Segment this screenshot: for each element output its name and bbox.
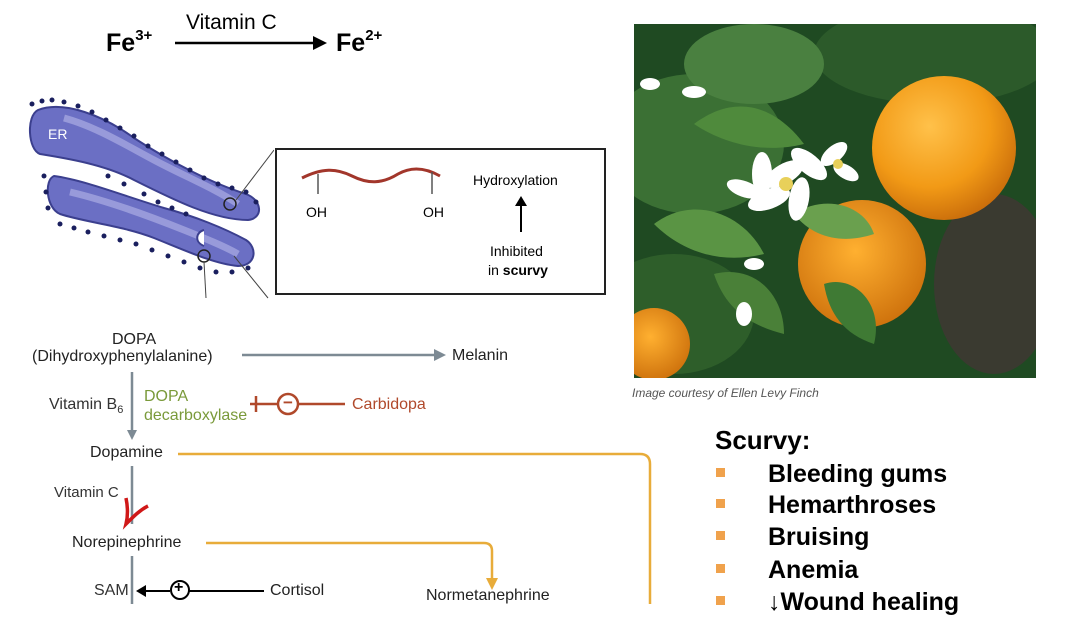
zoom-line-upper — [235, 149, 274, 201]
symptom-text: Hemarthroses — [768, 491, 937, 519]
product-charge: 2+ — [365, 27, 383, 44]
er-label: ER — [48, 126, 68, 142]
er-illustration — [29, 97, 274, 299]
cortisol-label: Cortisol — [270, 582, 325, 599]
bullet-icon — [716, 596, 725, 605]
in-scurvy-label: in scurvy — [488, 262, 548, 278]
product-symbol: Fe — [336, 29, 366, 57]
hydroxylation-inset — [275, 148, 606, 295]
bullet-icon — [716, 531, 725, 540]
ne-branch-line — [206, 541, 494, 580]
bullet-icon — [716, 468, 725, 477]
orange-blossoms — [640, 78, 859, 326]
norepinephrine-label: Norepinephrine — [72, 534, 182, 551]
bullet-icon — [716, 564, 725, 573]
reactant-ion: Fe3+ — [106, 27, 152, 58]
hydroxylation-label: Hydroxylation — [473, 172, 558, 188]
catalyst-label: Vitamin C — [186, 11, 277, 34]
vitamin-b6-label: Vitamin B6 — [49, 396, 123, 416]
enzyme-name-line2: decarboxylase — [144, 407, 248, 424]
orange-photo-artwork — [634, 24, 1036, 378]
symptom-text: Bleeding gums — [768, 460, 948, 488]
vitamin-c-cofactor-label: Vitamin C — [54, 484, 119, 501]
er-membrane — [29, 106, 260, 268]
scurvy-title: Scurvy: — [715, 425, 811, 455]
vitamin-b-subscript: 6 — [117, 404, 124, 417]
sam-label: SAM — [94, 582, 129, 599]
enzyme-name-line1: DOPA — [144, 388, 189, 405]
zoom-line-lower — [233, 255, 269, 299]
photo-credit: Image courtesy of Ellen Levy Finch — [632, 386, 819, 400]
dopa-full-name: (Dihydroxyphenylalanine) — [32, 348, 213, 365]
carbidopa-label: Carbidopa — [352, 396, 426, 413]
vitamin-b-text: Vitamin B — [49, 396, 118, 413]
reactant-charge: 3+ — [135, 27, 153, 44]
zoom-circle-upper — [223, 197, 237, 211]
melanin-label: Melanin — [452, 347, 509, 364]
zoom-line-stem — [203, 261, 207, 299]
scurvy-word: scurvy — [502, 262, 548, 278]
inhibition-arrow — [515, 196, 527, 232]
ribosomes — [29, 97, 259, 275]
orange-tree-photo — [634, 24, 1036, 378]
symptom-text: Anemia — [768, 556, 859, 584]
red-check-annotation — [122, 497, 149, 530]
reactant-symbol: Fe — [106, 29, 136, 57]
plus-sign: + — [174, 579, 184, 596]
bullet-icon — [716, 499, 725, 508]
oh-right-label: OH — [423, 204, 444, 220]
in-word: in — [488, 262, 499, 278]
collagen-chain — [301, 167, 441, 194]
product-ion: Fe2+ — [336, 27, 382, 58]
reaction-arrow — [175, 36, 327, 50]
minus-sign: − — [283, 393, 293, 412]
normetanephrine-label: Normetanephrine — [426, 587, 550, 604]
symptom-text: Bruising — [768, 523, 870, 551]
inhibited-label: Inhibited — [490, 243, 543, 259]
oh-left-label: OH — [306, 204, 327, 220]
dopa-label: DOPA — [112, 331, 157, 348]
dopamine-label: Dopamine — [90, 444, 163, 461]
symptom-text: ↓Wound healing — [768, 588, 960, 616]
dopamine-branch-line — [178, 452, 652, 604]
pathway-connectors — [122, 349, 652, 604]
